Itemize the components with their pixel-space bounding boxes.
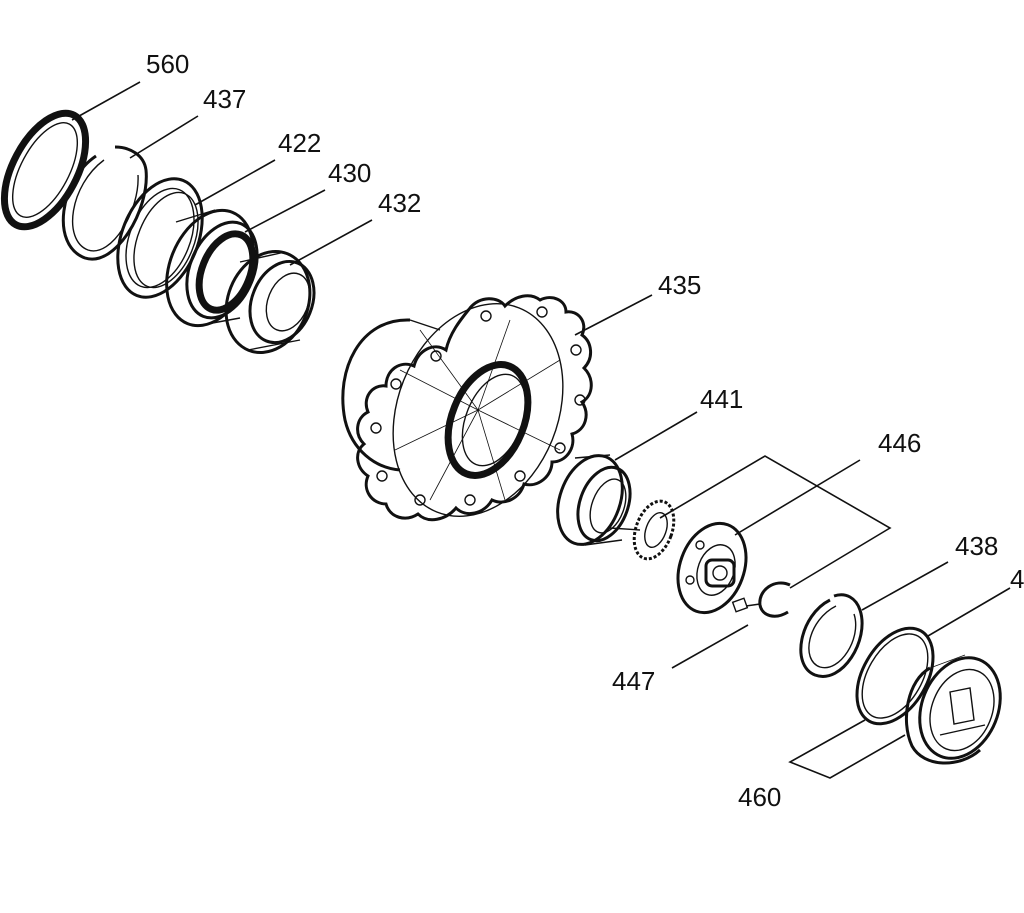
leader-446 [734, 459, 861, 536]
leader-430 [244, 189, 326, 233]
callout-labels: 560 437 422 430 432 435 441 446 438 447 … [146, 49, 1024, 812]
part-hub-cap [904, 654, 1002, 765]
part-430-bearing-seal [165, 208, 259, 328]
leader-447 [671, 624, 749, 669]
part-560-snap-ring [0, 109, 90, 231]
callout-441: 441 [700, 384, 743, 414]
part-435-wheel-hub [341, 294, 593, 522]
callout-447: 447 [612, 666, 655, 696]
leader-560 [71, 81, 141, 121]
callout-438: 438 [955, 531, 998, 561]
callout-460: 460 [738, 782, 781, 812]
leader-460-bracket [788, 719, 906, 779]
callout-422: 422 [278, 128, 321, 158]
leader-438 [861, 561, 949, 611]
callout-432: 432 [378, 188, 421, 218]
part-447-lock-clip [731, 581, 791, 618]
leader-446-bracket [659, 455, 892, 589]
part-432-bearing-cone [224, 250, 316, 354]
leader-lines [71, 81, 1011, 779]
part-438-snap-ring [799, 593, 864, 678]
leader-441 [614, 411, 698, 461]
callout-560: 560 [146, 49, 189, 79]
part-441-outer-bearing [556, 454, 632, 546]
callout-4: 4 [1010, 564, 1024, 594]
leader-422 [194, 159, 276, 206]
callout-435: 435 [658, 270, 701, 300]
callout-437: 437 [203, 84, 246, 114]
part-o-ring [855, 626, 935, 726]
leader-432 [289, 219, 373, 266]
leader-435 [574, 294, 653, 336]
callout-446: 446 [878, 428, 921, 458]
leader-437 [129, 115, 199, 159]
part-446-spindle-nut-group [609, 499, 748, 615]
callout-430: 430 [328, 158, 371, 188]
part-437-retaining-ring [61, 145, 148, 261]
leader-4 [927, 587, 1011, 637]
